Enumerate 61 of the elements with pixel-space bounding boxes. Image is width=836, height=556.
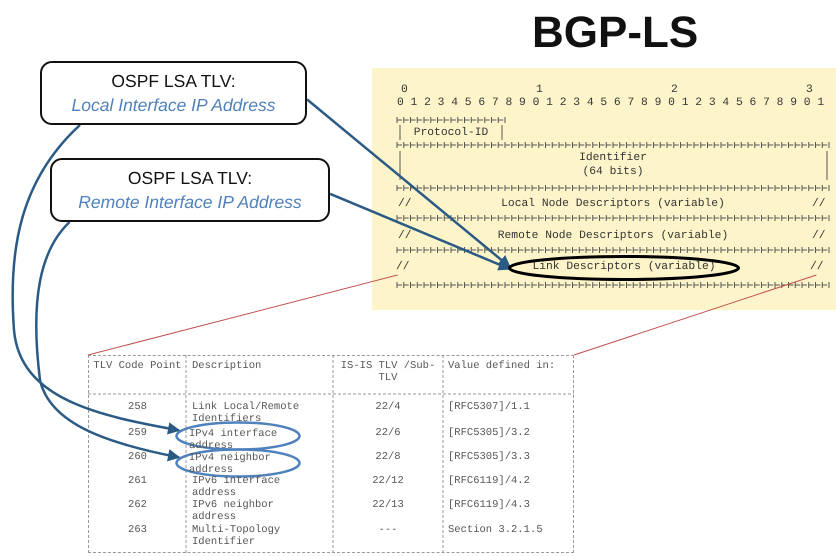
slash-mark: // <box>810 261 826 275</box>
table-cell-text: 22/8 <box>374 451 402 463</box>
slash-mark: // <box>396 261 412 275</box>
bit-number: 0 <box>401 84 408 97</box>
field-label: (64 bits) <box>581 166 644 179</box>
column-header: IS-IS TLV /Sub-TLV <box>340 360 436 384</box>
packet-format-panel <box>372 68 836 310</box>
bit-number: 0 1 2 3 4 5 6 7 8 9 0 1 2 3 4 5 6 7 8 9 0 1 2 3 4 5 6 7 8 9 0 1 <box>397 97 824 110</box>
highlight-ellipse <box>175 421 301 451</box>
field-label: Protocol-ID <box>412 127 490 140</box>
table-cell-text: [RFC6119]/4.2 <box>448 475 531 487</box>
table-cell-text: Link Local/Remote Identifiers <box>192 401 300 425</box>
table-cell-text: Section 3.2.1.5 <box>448 524 544 536</box>
field-label: Identifier <box>578 152 648 165</box>
slash-mark: // <box>812 198 826 211</box>
slash-mark: // <box>812 230 826 243</box>
zoom-line <box>574 274 817 356</box>
arrow <box>330 192 512 270</box>
column-header: Description <box>192 360 262 372</box>
highlight-ellipse <box>508 255 740 281</box>
slash-mark: // <box>398 230 412 243</box>
table-cell-text: 22/12 <box>371 475 405 487</box>
table-cell-text: IPv6 interface address <box>192 475 282 499</box>
table-cell-text: [RFC5307]/1.1 <box>448 401 531 413</box>
title: BGP-LS <box>532 8 698 58</box>
callout-heading: OSPF LSA TLV: <box>126 167 254 190</box>
table-cell-text: 22/6 <box>374 427 402 439</box>
column-header: TLV Code Point <box>92 360 183 372</box>
callout-text: Local Interface IP Address <box>70 94 276 117</box>
tlv-table <box>88 355 574 553</box>
field-label: Local Node Descriptors (variable) <box>500 198 726 211</box>
bit-number: 2 <box>671 84 678 97</box>
table-cell-text: [RFC6119]/4.3 <box>448 499 531 511</box>
column-header: Value defined in: <box>448 360 556 372</box>
callout-text: Remote Interface IP Address <box>77 191 303 214</box>
bit-number: 3 <box>806 84 813 97</box>
table-cell-text: 22/13 <box>371 499 405 511</box>
table-cell-text: 262 <box>127 499 148 511</box>
callout-box <box>40 61 307 125</box>
slash-mark: // <box>398 198 412 211</box>
zoom-line <box>88 274 398 356</box>
callout-heading: OSPF LSA TLV: <box>110 70 237 93</box>
table-cell-text: 259 <box>127 427 148 439</box>
table-cell-text: 263 <box>127 524 148 536</box>
table-cell-text: 22/4 <box>374 401 402 413</box>
table-cell-text: IPv4 neighbor address <box>189 452 271 476</box>
table-cell-text: --- <box>378 524 398 536</box>
bit-number: 1 <box>536 84 543 97</box>
table-cell-text: IPv6 neighbor address <box>192 499 275 523</box>
arrow <box>11 124 180 434</box>
table-cell-text: 261 <box>127 475 148 487</box>
arrow <box>306 98 511 268</box>
callout-box <box>50 158 330 222</box>
table-cell-text: Multi-Topology Identifier <box>192 524 282 548</box>
table-cell-text: [RFC5305]/3.2 <box>448 427 531 439</box>
field-label: Link Descriptors (variable) <box>531 261 717 274</box>
table-cell-text: 260 <box>127 451 148 463</box>
arrow <box>35 221 180 462</box>
field-label: Remote Node Descriptors (variable) <box>496 230 730 243</box>
table-cell-text: 258 <box>127 401 148 413</box>
table-cell-text: [RFC5305]/3.3 <box>448 451 531 463</box>
